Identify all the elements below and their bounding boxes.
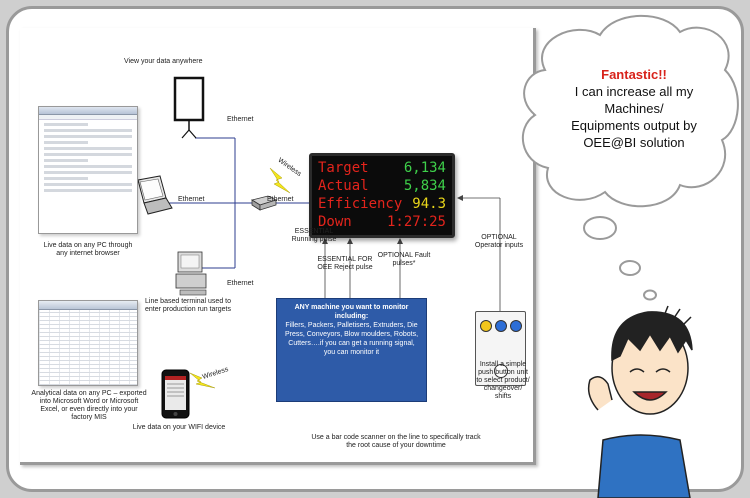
yellow-button-icon [480,320,492,332]
phone-icon [161,369,190,419]
thought-line-2: Machines/ [604,101,664,116]
essential-running-label: ESSENTIAL Running pulse [291,228,337,244]
display-row-down: Down 1:27:25 [318,214,446,230]
analytical-label: Analytical data on any PC – exported int… [31,390,147,422]
thought-line-3: Equipments output by [571,118,697,133]
display-row-target: Target 6,134 [318,160,446,176]
browser-screenshot [38,106,138,234]
view-anywhere-label: View your data anywhere [124,58,203,65]
machine-info-box: ANY machine you want to monitor includin… [276,298,427,402]
live-pc-label: Live data on any PC through any internet… [43,242,133,258]
router-icon [250,195,278,211]
blue-button-icon-1 [495,320,507,332]
laptop-icon [137,175,173,215]
oee-diagram: View your data anywhere Ethernet Etherne… [20,28,536,465]
push-button-unit [475,311,526,386]
thought-text: Fantastic!! I can increase all my Machin… [534,66,734,151]
key-switch-icon [494,364,508,378]
terminal-icon [175,251,207,296]
wireless-bolt-icon [269,167,291,194]
line-terminal-label: Line based terminal used to enter produc… [145,298,231,314]
display-row-efficiency: Efficiency 94.3 [318,196,446,212]
display-row-actual: Actual 5,834 [318,178,446,194]
spreadsheet-screenshot [38,300,138,386]
optional-operator-label: OPTIONAL Operator inputs [474,234,524,250]
pushbutton-label: Install a simple push button unit to sel… [476,361,530,401]
ethernet-label-4: Ethernet [227,280,254,287]
ethernet-label-1: Ethernet [227,116,254,123]
machine-list: Fillers, Packers, Palletisers, Extruders… [284,322,419,357]
machine-title: ANY machine you want to monitor includin… [294,304,409,321]
wireless-phone-bolt-icon [189,372,216,389]
screen-icon [173,76,205,139]
essential-reject-label: ESSENTIAL FOR OEE Reject pulse [317,256,373,272]
barcode-label: Use a bar code scanner on the line to sp… [311,434,481,450]
connection-lines [137,76,501,419]
ethernet-label-2: Ethernet [178,196,205,203]
oee-display-board: Target 6,134 Actual 5,834 Efficiency 94.… [309,153,455,238]
blue-button-icon-2 [510,320,522,332]
wifi-device-label: Live data on your WIFI device [132,424,226,431]
ethernet-label-3: Ethernet [267,196,294,203]
cartoon-man-icon [587,305,693,498]
thought-line-1: I can increase all my [574,84,694,99]
thought-line-4: OEE@BI solution [583,135,685,150]
thought-headline: Fantastic!! [601,67,667,82]
optional-fault-label: OPTIONAL Fault pulses* [377,252,431,268]
